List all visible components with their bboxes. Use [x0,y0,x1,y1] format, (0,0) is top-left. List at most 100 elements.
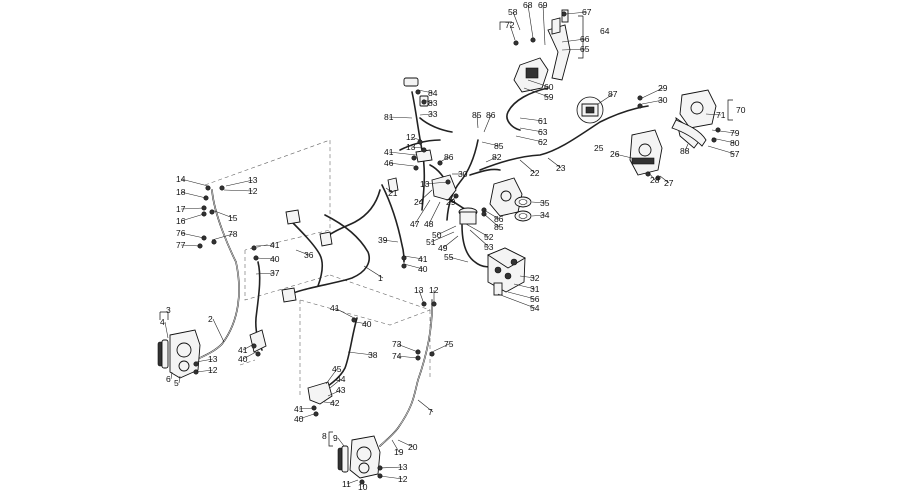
leader-line [497,293,536,309]
callout-label: 2 [208,314,213,324]
abs-modulator [487,247,526,296]
callout-label: 7 [428,407,433,417]
leader-line [417,399,434,413]
leader-line [298,407,315,410]
callout-label: 13 [248,175,258,185]
bolt-marker [431,301,437,307]
callout-label: 46 [384,158,394,168]
bolt-marker [313,411,319,417]
callout-label: 84 [428,88,438,98]
leader-line [225,179,254,187]
callout-label: 47 [410,219,420,229]
callout-label: 53 [484,242,494,252]
callout-label: 19 [394,447,404,457]
callout-label: 15 [228,213,238,223]
callout-label: 87 [608,89,618,99]
master-cylinder [458,177,523,225]
callout-label: 40 [362,319,372,329]
leader-line [195,369,214,373]
callout-label: 85 [472,110,482,120]
callout-label: 12 [248,186,258,196]
right-caliper [629,129,663,176]
leader-line [388,151,417,156]
top-right-caliper [675,89,717,149]
callout-label: 81 [384,112,394,122]
leader-line [684,143,689,152]
leader-line [614,153,633,159]
leader-line [705,113,722,116]
callout-label: 13 [208,354,218,364]
leader-line [397,439,414,448]
callout-label: 42 [330,398,340,408]
leader-line [561,38,586,43]
callout-label: 22 [530,168,540,178]
leader-line [178,375,181,384]
callout-label: 55 [444,252,454,262]
leader-line [531,214,546,217]
callout-label: 41 [384,147,394,157]
rear-caliper [337,435,381,479]
callout-label: 51 [426,237,436,247]
callout-label: 1 [378,273,383,283]
callout-label: 20 [408,442,418,452]
callout-label: 41 [270,240,280,250]
leader-line [519,117,544,122]
callout-label: 30 [458,169,468,179]
callout-label: 79 [730,128,740,138]
callout-label: 77 [176,240,186,250]
callout-label: 70 [736,105,746,115]
bolt-marker [637,95,643,101]
callout-label: 36 [304,250,314,260]
callout-label: 30 [658,95,668,105]
bolt-marker [715,127,721,133]
leader-line [223,189,254,192]
callout-label: 18 [176,187,186,197]
callout-label: 40 [238,354,248,364]
leader-line [255,244,276,247]
callout-label: 13 [398,462,408,472]
callout-label: 34 [540,210,550,220]
bolt-marker [251,245,257,251]
leader-line [430,231,455,243]
callout-label: 11 [342,479,351,489]
leader-line [255,272,276,275]
leader-line [428,201,441,225]
callout-label: 41 [238,345,248,355]
leader-line [410,146,423,149]
callout-label: 58 [508,7,518,17]
leader-line [325,368,338,385]
callout-label: 32 [530,273,540,283]
callout-label: 12 [398,474,408,484]
leader-line [211,233,234,241]
callout-label: 57 [730,149,740,159]
callout-label: 43 [336,385,346,395]
leader-line [531,201,546,204]
leader-line [403,255,424,260]
bolt-marker [411,155,417,161]
callout-label: 88 [680,146,690,156]
leader-line [527,79,550,88]
bolt-marker [417,139,423,145]
callout-label: 23 [556,163,566,173]
leader-line [180,207,205,210]
leader-line [565,11,588,15]
callout-label: 85 [494,141,504,151]
leader-line [450,195,457,203]
leader-line [512,11,521,31]
leader-line [424,181,449,185]
leader-line [711,137,736,144]
leader-line [396,355,419,359]
group-brackets [159,15,733,447]
callout-label: 67 [582,7,592,17]
callout-label: 13 [414,285,424,295]
callout-label: 41 [294,404,304,414]
callout-label: 12 [406,132,416,142]
leader-line [388,116,413,119]
bolt-marker [513,40,519,46]
leader-line [329,378,342,389]
callout-label: 40 [294,414,304,424]
leader-line [211,209,234,219]
callout-label: 9 [333,433,338,443]
callout-label: 63 [538,127,548,137]
